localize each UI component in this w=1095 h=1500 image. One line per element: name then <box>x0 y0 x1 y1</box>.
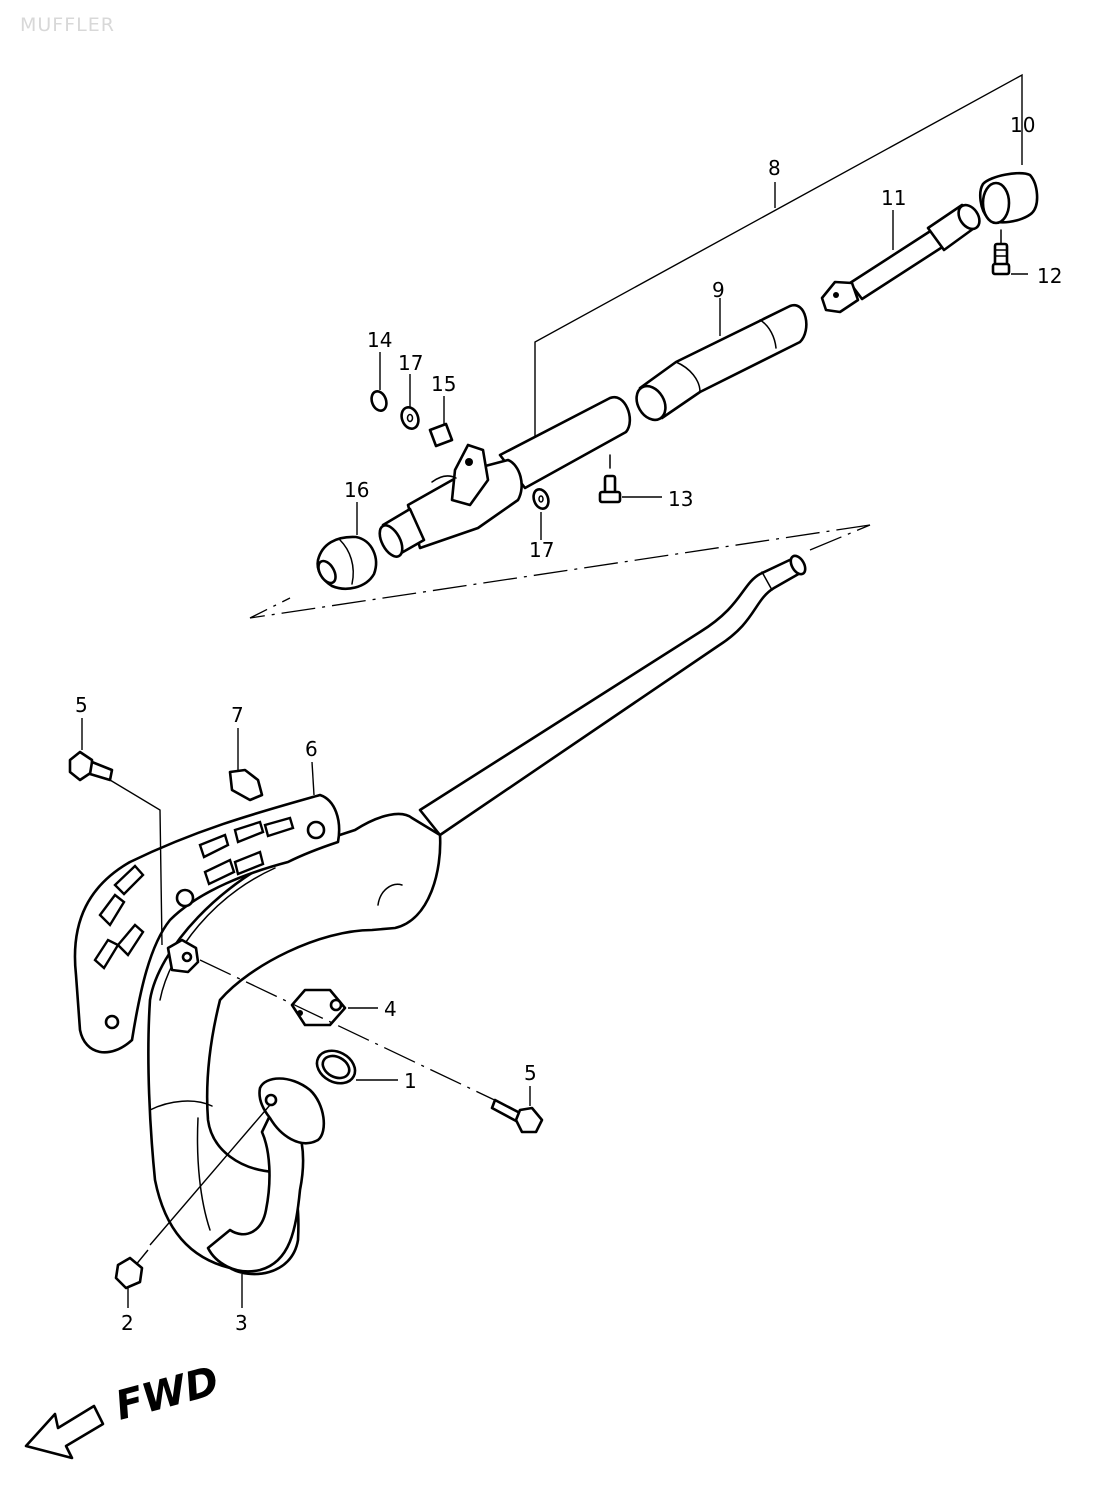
clamp-4 <box>290 988 378 1027</box>
callout-16: 16 <box>344 478 369 502</box>
callout-2: 2 <box>121 1311 134 1335</box>
callout-9: 9 <box>712 278 725 302</box>
gasket-1 <box>315 1049 398 1085</box>
callout-17-lower: 17 <box>529 538 554 562</box>
callout-12: 12 <box>1037 264 1062 288</box>
end-cap-10 <box>978 171 1039 225</box>
silencer-body-8 <box>378 395 632 558</box>
mount-bracket <box>166 938 200 974</box>
bolt-12 <box>991 229 1028 276</box>
callout-14: 14 <box>367 328 392 352</box>
bolt-13 <box>598 454 662 504</box>
callout-17-upper: 17 <box>398 351 423 375</box>
washer-17-lower <box>532 488 550 540</box>
callout-11: 11 <box>881 186 906 210</box>
collar-15 <box>428 396 454 448</box>
callout-5-upper: 5 <box>75 693 88 717</box>
callout-7: 7 <box>231 703 244 727</box>
fwd-label: FWD <box>111 1358 224 1430</box>
callout-4: 4 <box>384 997 397 1021</box>
assembly-8-bracket-line <box>534 73 1023 455</box>
silencer-assembly <box>249 73 1039 619</box>
assembly-guide-line <box>249 524 871 619</box>
callout-3: 3 <box>235 1311 248 1335</box>
heat-shield-6 <box>73 761 341 1054</box>
bolt-5-upper <box>68 718 163 946</box>
callout-15: 15 <box>431 372 456 396</box>
page-title: MUFFLER <box>20 14 115 36</box>
callout-10: 10 <box>1010 113 1035 137</box>
grommet-16 <box>316 502 378 590</box>
bolt-5-lower <box>199 959 544 1134</box>
exhaust-pipe-3 <box>147 554 807 1276</box>
callout-13: 13 <box>668 487 693 511</box>
washer-14 <box>370 352 388 412</box>
tail-pipe-11 <box>820 203 981 314</box>
washer-17-upper <box>400 374 420 430</box>
inner-pipe-9 <box>635 298 808 422</box>
callout-1: 1 <box>404 1069 417 1093</box>
fwd-arrow-icon: FWD <box>24 1358 224 1460</box>
stud-bolt-2 <box>114 1104 271 1308</box>
callout-6: 6 <box>305 737 318 761</box>
callout-8: 8 <box>768 156 781 180</box>
bolt-7 <box>228 728 264 802</box>
callout-5-lower: 5 <box>524 1061 537 1085</box>
assembly-guide-line-2 <box>809 524 871 551</box>
